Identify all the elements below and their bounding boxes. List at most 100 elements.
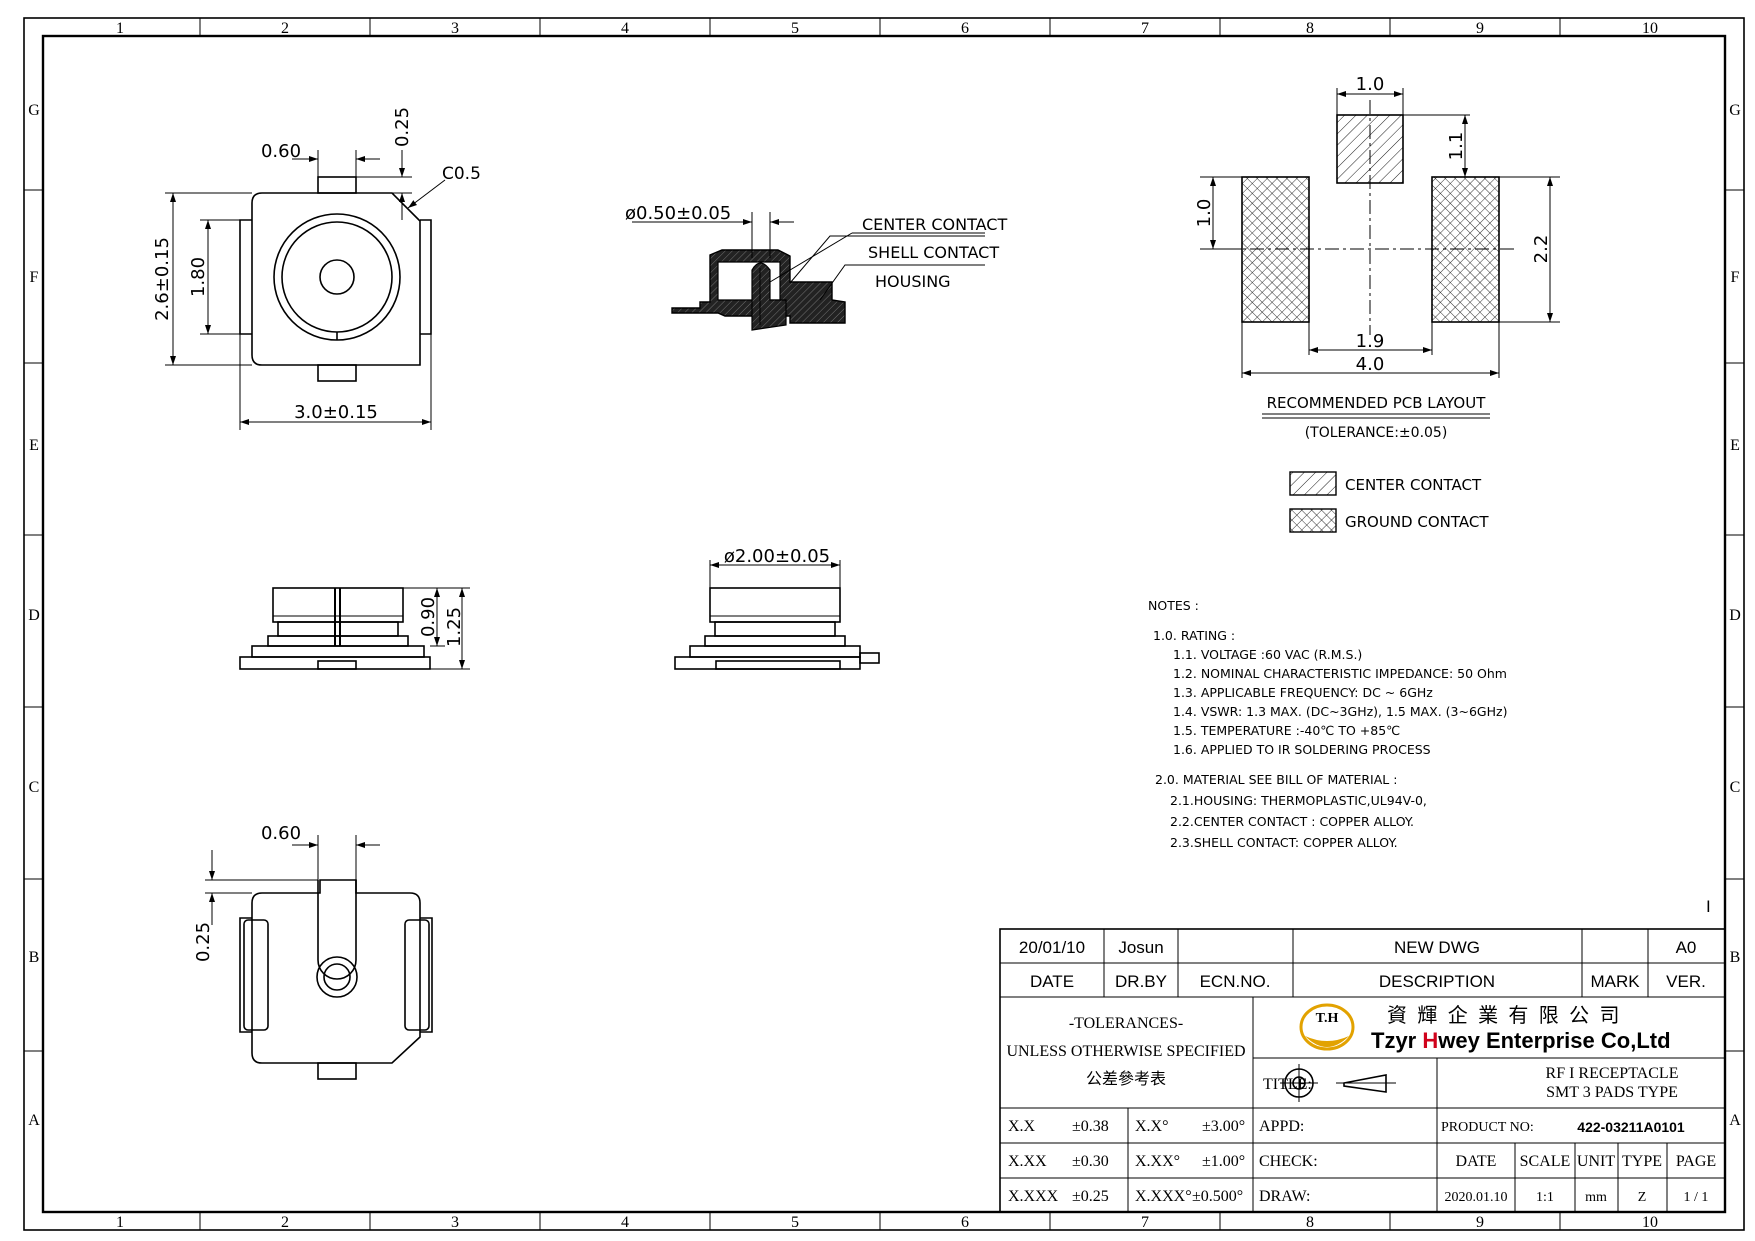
tol-key: X.XXX° [1135,1188,1192,1205]
row-label: F [1731,269,1740,286]
note-line: 2.2.CENTER CONTACT : COPPER ALLOY. [1170,814,1414,829]
pcb-layout: 1.0 1.1 1.0 2.2 1.9 4.0 RECOMMENDED PCB … [1194,74,1560,533]
header-drawn-by: DR.BY [1115,972,1167,991]
revision-marker: I [1706,897,1711,916]
col-label: 5 [791,1214,799,1231]
col-label: 8 [1306,1214,1314,1231]
row-label: D [1729,607,1741,624]
footer-date: 2020.01.10 [1445,1190,1508,1205]
note-line: 1.3. APPLICABLE FREQUENCY: DC ~ 6GHz [1173,685,1433,700]
row-label: G [1729,102,1741,119]
tol-key: X.XXX [1008,1188,1059,1205]
footer-date-header: DATE [1456,1153,1497,1170]
note-line: 2.3.SHELL CONTACT: COPPER ALLOY. [1170,835,1398,850]
title-line-1: RF I RECEPTACLE [1546,1065,1679,1082]
col-label: 3 [451,20,459,37]
row-label: E [29,437,39,454]
tol-key: X.X° [1135,1118,1169,1135]
col-label: 7 [1141,1214,1149,1231]
tol-value: ±0.38 [1072,1118,1109,1135]
footer-type-header: TYPE [1622,1153,1662,1170]
row-label: E [1730,437,1740,454]
dim-tab-height: 0.25 [392,107,413,147]
row-label: A [1729,1112,1741,1129]
tolerances-subtitle: UNLESS OTHERWISE SPECIFIED [1006,1043,1245,1060]
dim-chamfer: C0.5 [442,164,481,184]
col-label: 8 [1306,20,1314,37]
col-label: 10 [1642,20,1658,37]
rev-description: NEW DWG [1394,938,1480,957]
row-label: B [29,949,40,966]
title-block: I 20/01/10 Josun NEW DWG [999,897,1726,1213]
dim-inner-height: 1.80 [188,257,209,297]
dim-tab-height: 0.25 [193,922,214,962]
tol-value: ±0.500° [1192,1188,1243,1205]
label-shell-contact: SHELL CONTACT [868,243,999,262]
pcb-dim-pad-height: 1.0 [1194,199,1215,228]
note-line: 1.1. VOLTAGE :60 VAC (R.M.S.) [1173,647,1362,662]
rev-drawn-by: Josun [1118,938,1163,957]
pcb-dim-outer: 4.0 [1356,354,1385,375]
bottom-view: 0.60 0.25 [193,823,433,1080]
col-label: 7 [1141,20,1149,37]
col-label: 10 [1642,1214,1658,1231]
dim-pin-diameter: ø0.50±0.05 [625,203,731,224]
col-label: 5 [791,20,799,37]
title-line-2: SMT 3 PADS TYPE [1546,1084,1678,1101]
row-label: F [30,269,39,286]
tol-key: X.XX [1008,1153,1047,1170]
col-label: 3 [451,1214,459,1231]
note-line: 2.0. MATERIAL SEE BILL OF MATERIAL : [1155,772,1397,787]
dim-tab-width: 0.60 [261,141,301,162]
company-name-en: Tzyr Hwey Enterprise Co,Ltd [1371,1028,1671,1053]
legend-center-label: CENTER CONTACT [1345,476,1482,494]
row-label: A [28,1112,40,1129]
company-name-cn: 資 輝 企 業 有 限 公 司 [1387,1003,1622,1027]
notes-heading: NOTES : [1148,598,1199,613]
header-description: DESCRIPTION [1379,972,1495,991]
legend-center-swatch [1289,471,1337,496]
note-line: 1.2. NOMINAL CHARACTERISTIC IMPEDANCE: 5… [1173,666,1507,681]
footer-scale: 1:1 [1536,1190,1554,1205]
dim-height-total: 1.25 [444,607,465,647]
product-no: 422-03211A0101 [1577,1119,1685,1135]
note-line: 1.4. VSWR: 1.3 MAX. (DC~3GHz), 1.5 MAX. … [1173,704,1507,719]
note-line: 2.1.HOUSING: THERMOPLASTIC,UL94V-0, [1170,793,1427,808]
col-label: 6 [961,20,969,37]
product-no-label: PRODUCT NO: [1441,1120,1534,1135]
note-line: 1.6. APPLIED TO IR SOLDERING PROCESS [1173,742,1431,757]
row-label: G [28,102,40,119]
pcb-dim-inner: 1.9 [1356,331,1385,352]
logo-text: T.H [1316,1011,1339,1026]
col-label: 4 [621,1214,629,1231]
pcb-tolerance: (TOLERANCE:±0.05) [1305,425,1448,441]
row-label: C [29,779,40,796]
side-view: 0.90 1.25 [239,587,470,670]
label-center-contact: CENTER CONTACT [862,215,1007,234]
note-line: 1.0. RATING : [1153,628,1235,643]
footer-page-header: PAGE [1676,1153,1716,1170]
projection-symbol [1280,1064,1396,1102]
legend-ground-label: GROUND CONTACT [1345,513,1489,531]
footer-type: Z [1638,1190,1647,1205]
footer-unit: mm [1585,1190,1607,1205]
note-line: 1.5. TEMPERATURE :-40℃ TO +85℃ [1173,723,1400,738]
tol-key: X.XX° [1135,1153,1180,1170]
pcb-dim-span-height: 2.2 [1531,235,1552,264]
legend-ground-swatch [1289,508,1337,533]
header-date: DATE [1030,972,1074,991]
check-label: CHECK: [1259,1153,1318,1170]
col-label: 1 [116,1214,124,1231]
dim-width: 3.0±0.15 [294,402,378,423]
header-mark: MARK [1590,972,1640,991]
row-label: B [1730,949,1741,966]
rev-version: A0 [1676,938,1697,957]
footer-page: 1 / 1 [1684,1190,1709,1205]
col-label: 2 [281,1214,289,1231]
col-label: 4 [621,20,629,37]
col-label: 9 [1476,20,1484,37]
row-label: C [1730,779,1741,796]
tolerances-cn: 公差參考表 [1086,1069,1166,1088]
section-view: ø0.50±0.05 CENTER CONTACT SHELL CONTACT … [625,203,1007,331]
